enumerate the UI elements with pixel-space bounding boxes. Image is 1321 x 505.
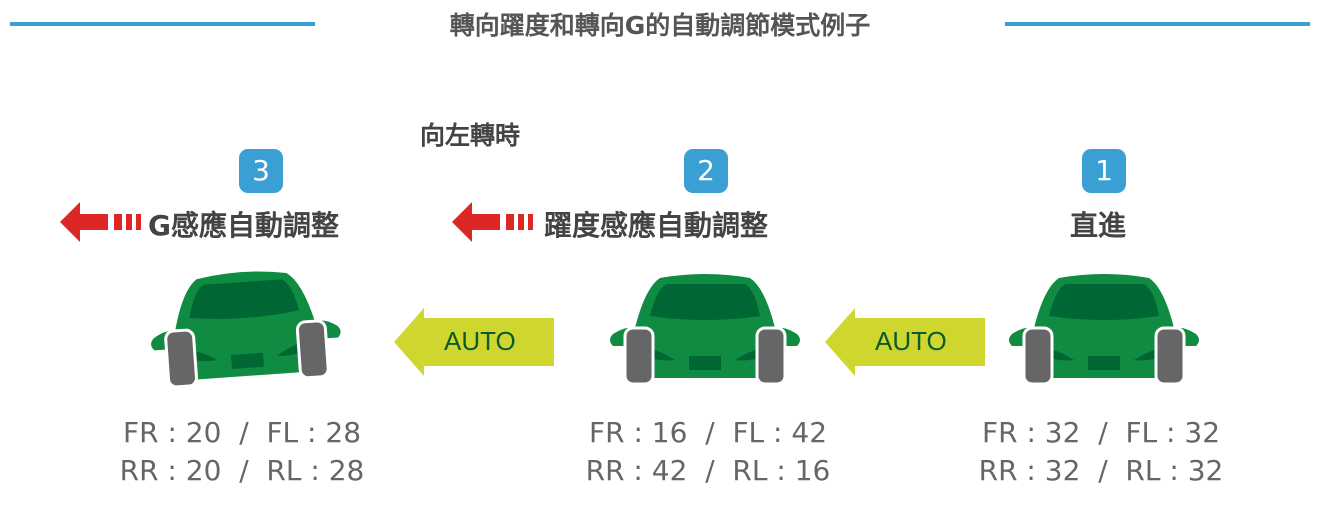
auto-arrow: AUTO — [394, 308, 554, 376]
damping-values-3: FR : 20 / FL : 28 RR : 20 / RL : 28 — [92, 414, 392, 490]
subtitle: 向左轉時 — [420, 121, 521, 150]
left-arrow-icon — [452, 202, 533, 242]
auto-arrow: AUTO — [825, 308, 985, 376]
auto-label: AUTO — [444, 326, 516, 356]
step-label-3: G感應自動調整 — [148, 209, 339, 242]
title-rule-right — [1005, 22, 1310, 26]
rear-values: RR : 20 / RL : 28 — [119, 454, 365, 487]
step-badge-1: 1 — [1082, 149, 1126, 193]
damping-values-1: FR : 32 / FL : 32 RR : 32 / RL : 32 — [951, 414, 1251, 490]
car-icon-jerk-adjust — [608, 272, 802, 386]
step-label-2: 躍度感應自動調整 — [544, 209, 769, 242]
step-badge-2: 2 — [684, 149, 728, 193]
auto-label: AUTO — [875, 326, 947, 356]
left-arrow-icon — [60, 202, 141, 242]
front-values: FR : 16 / FL : 42 — [588, 416, 828, 449]
page-title: 轉向躍度和轉向G的自動調節模式例子 — [449, 11, 871, 40]
rear-values: RR : 32 / RL : 32 — [978, 454, 1224, 487]
car-icon-straight — [1007, 272, 1201, 386]
step-label-1: 直進 — [1070, 209, 1127, 242]
front-values: FR : 20 / FL : 28 — [122, 416, 362, 449]
step-badge-3: 3 — [239, 149, 283, 193]
rear-values: RR : 42 / RL : 16 — [585, 454, 831, 487]
damping-values-2: FR : 16 / FL : 42 RR : 42 / RL : 16 — [558, 414, 858, 490]
title-rule-left — [10, 22, 315, 26]
front-values: FR : 32 / FL : 32 — [981, 416, 1221, 449]
car-icon-g-adjust — [145, 266, 345, 388]
